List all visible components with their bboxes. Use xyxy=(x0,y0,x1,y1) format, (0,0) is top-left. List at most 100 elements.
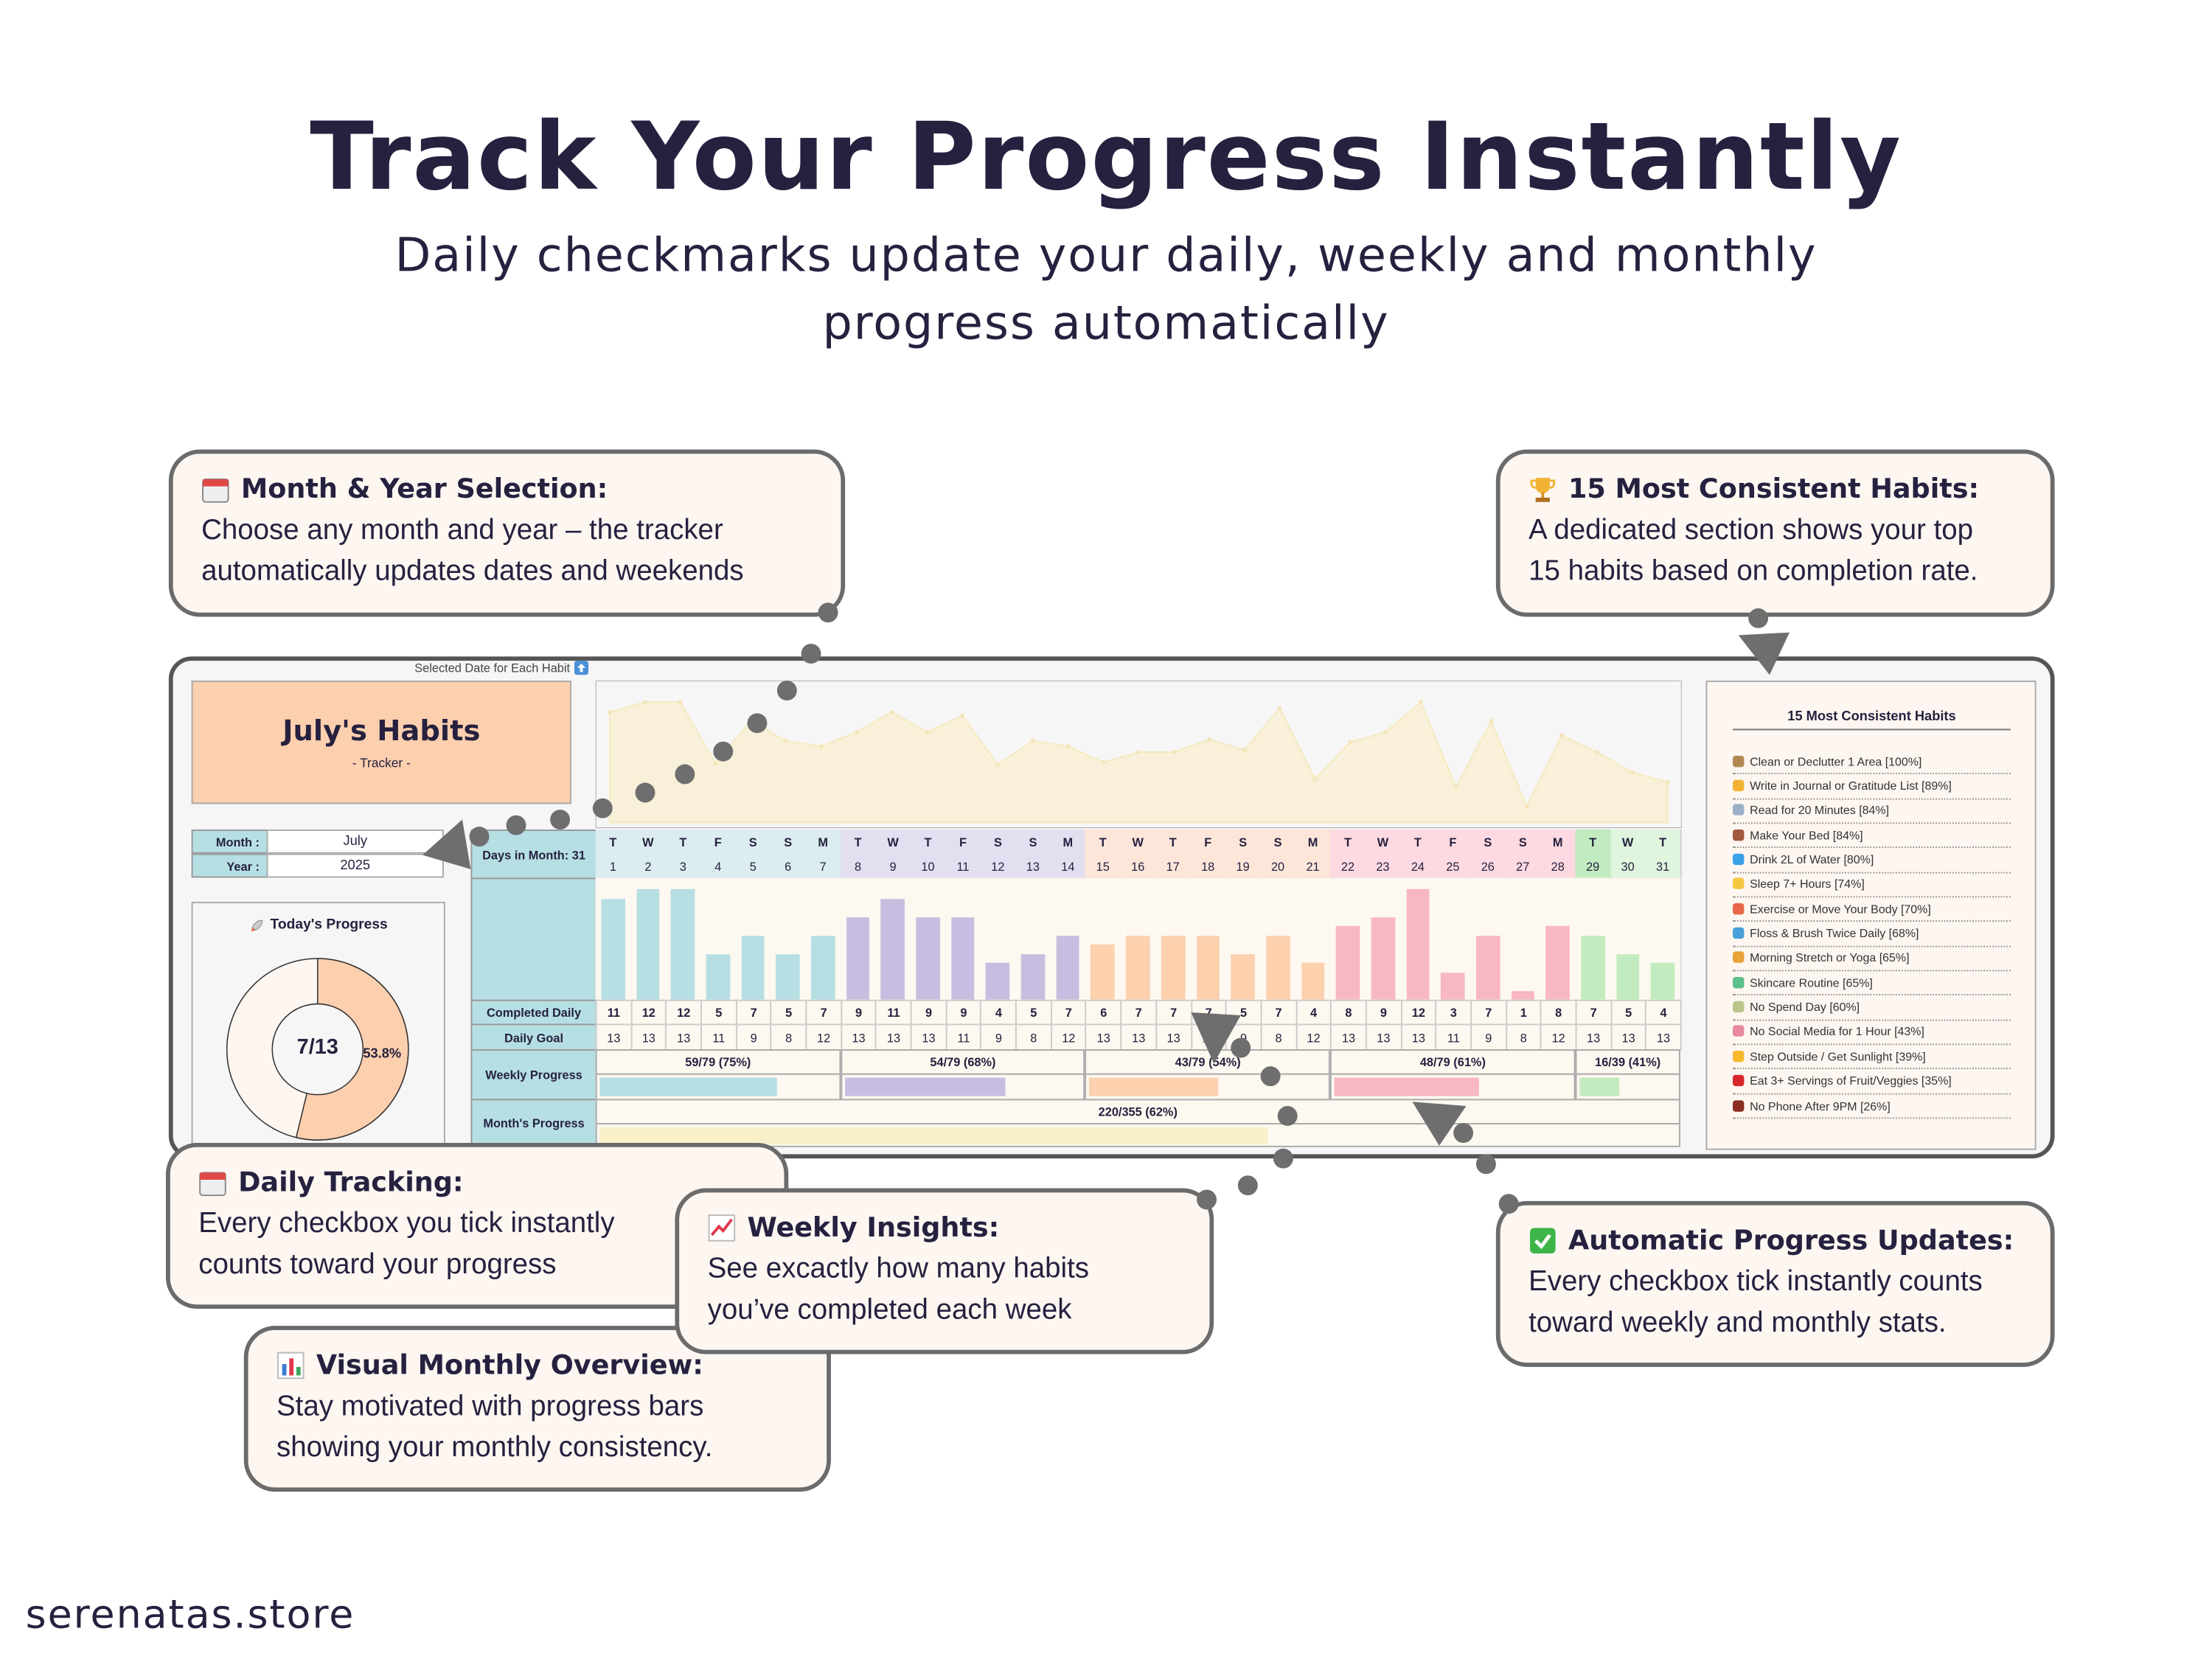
tracker-title-box: July's Habits - Tracker - xyxy=(191,681,572,804)
daily-goal-value: 12 xyxy=(1050,1023,1087,1051)
weekly-progress-fill xyxy=(1579,1077,1619,1096)
callout-text: A dedicated section shows your top xyxy=(1528,515,1974,546)
tracker-title: July's Habits xyxy=(282,713,481,748)
day-letter: T xyxy=(924,834,932,849)
chart-point xyxy=(854,730,859,734)
callout-title: Month & Year Selection: xyxy=(240,473,608,505)
chart-point xyxy=(995,762,1000,767)
top-habit-item: Step Outside / Get Sunlight [39%] xyxy=(1733,1044,2011,1070)
day-number: 9 xyxy=(889,858,897,873)
chart-point xyxy=(678,700,683,704)
callout-consistent-habits: 15 Most Consistent Habits: A dedicated s… xyxy=(1495,449,2055,617)
chart-point xyxy=(1383,730,1388,734)
top-habit-item: Exercise or Move Your Body [70%] xyxy=(1733,897,2011,922)
money-icon xyxy=(1733,1001,1745,1013)
daily-goal-value: 9 xyxy=(980,1023,1018,1051)
chart-point xyxy=(1489,718,1494,723)
daily-goal-value: 13 xyxy=(1610,1023,1647,1051)
daily-goal-value: 13 xyxy=(665,1023,702,1051)
month-select[interactable]: July xyxy=(266,830,444,854)
completed-daily-value: 7 xyxy=(1260,999,1297,1026)
top-habit-item: Clean or Declutter 1 Area [100%] xyxy=(1733,748,2011,775)
completed-daily-value: 1 xyxy=(1505,999,1542,1026)
top-habit-item: Make Your Bed [84%] xyxy=(1733,822,2011,849)
day-letter: W xyxy=(887,834,899,849)
month-label: Month : xyxy=(191,830,268,854)
year-select[interactable]: 2025 xyxy=(266,853,444,878)
callout-text: toward weekly and monthly stats. xyxy=(1528,1307,1947,1339)
completed-daily-value: 9 xyxy=(945,999,982,1026)
day-letter: S xyxy=(1273,834,1282,849)
completed-daily-value: 5 xyxy=(770,999,807,1026)
day-letter: W xyxy=(642,834,654,849)
todays-progress-percent: 53.8% xyxy=(363,1046,402,1062)
daily-completion-bar xyxy=(1196,935,1220,1000)
weekly-progress-value: 16/39 (41%) xyxy=(1575,1049,1680,1075)
completed-daily-value: 7 xyxy=(805,999,842,1026)
top-habit-label: Clean or Declutter 1 Area [100%] xyxy=(1750,754,1922,768)
day-number: 15 xyxy=(1096,858,1110,873)
chart-point xyxy=(713,761,718,765)
completed-daily-value: 7 xyxy=(1120,999,1157,1026)
todays-progress-donut xyxy=(226,958,409,1141)
chart-point xyxy=(1630,770,1635,775)
daily-completion-bar xyxy=(1581,935,1605,1000)
callout-text: counts toward your progress xyxy=(198,1249,557,1281)
day-number: 3 xyxy=(679,858,686,873)
chart-point xyxy=(1559,733,1564,738)
completed-daily-value: 7 xyxy=(1155,999,1192,1026)
day-number: 16 xyxy=(1131,858,1145,873)
chart-point xyxy=(1172,750,1176,755)
chart-point xyxy=(1665,780,1670,785)
top-habit-label: Drink 2L of Water [80%] xyxy=(1750,852,1874,867)
day-number: 4 xyxy=(714,858,722,873)
daily-completion-bar xyxy=(776,953,800,1000)
chart-point xyxy=(1101,759,1106,765)
completed-daily-value: 9 xyxy=(840,999,877,1026)
day-number: 6 xyxy=(785,858,792,873)
bar-cell xyxy=(1505,877,1542,1001)
daily-goal-value: 8 xyxy=(770,1023,807,1051)
weekly-progress-value: 48/79 (61%) xyxy=(1330,1049,1576,1075)
weekly-progress-fill xyxy=(1335,1077,1479,1096)
callout-title: Visual Monthly Overview: xyxy=(316,1349,703,1382)
weekly-progress-value: 54/79 (68%) xyxy=(840,1049,1086,1075)
day-number: 27 xyxy=(1516,858,1530,873)
day-number: 1 xyxy=(609,858,616,873)
chart-point xyxy=(642,700,647,704)
top-habit-label: Morning Stretch or Yoga [65%] xyxy=(1750,950,1910,965)
weekly-progress-fill xyxy=(599,1077,777,1096)
top-habit-label: Skincare Routine [65%] xyxy=(1750,975,1873,990)
trophy-icon xyxy=(1530,478,1556,502)
chart-point xyxy=(1207,737,1211,742)
month-progress-value: 220/355 (62%) xyxy=(595,1099,1680,1125)
daily-completion-bar xyxy=(741,935,765,1000)
daily-completion-bar xyxy=(636,889,660,1000)
completed-daily-value: 3 xyxy=(1435,999,1472,1026)
completed-daily-value: 5 xyxy=(1610,999,1647,1026)
daily-goal-value: 13 xyxy=(1120,1023,1157,1051)
moon-icon xyxy=(1733,878,1745,890)
year-label: Year : xyxy=(191,853,268,878)
day-letter: F xyxy=(714,834,722,849)
day-number: 5 xyxy=(749,858,757,873)
day-number: 22 xyxy=(1340,858,1355,873)
callout-text: Every checkbox tick instantly counts xyxy=(1528,1266,1983,1298)
day-number: 20 xyxy=(1270,858,1285,873)
month-progress-fill xyxy=(599,1127,1267,1144)
top-habit-label: Step Outside / Get Sunlight [39%] xyxy=(1750,1048,1926,1063)
top-habit-label: No Phone After 9PM [26%] xyxy=(1750,1098,1891,1113)
daily-goal-value: 12 xyxy=(1295,1023,1332,1051)
brand-footer[interactable]: serenatas.store xyxy=(25,1590,355,1638)
daily-completion-bar xyxy=(1091,945,1115,1000)
daily-goal-value: 13 xyxy=(910,1023,947,1051)
